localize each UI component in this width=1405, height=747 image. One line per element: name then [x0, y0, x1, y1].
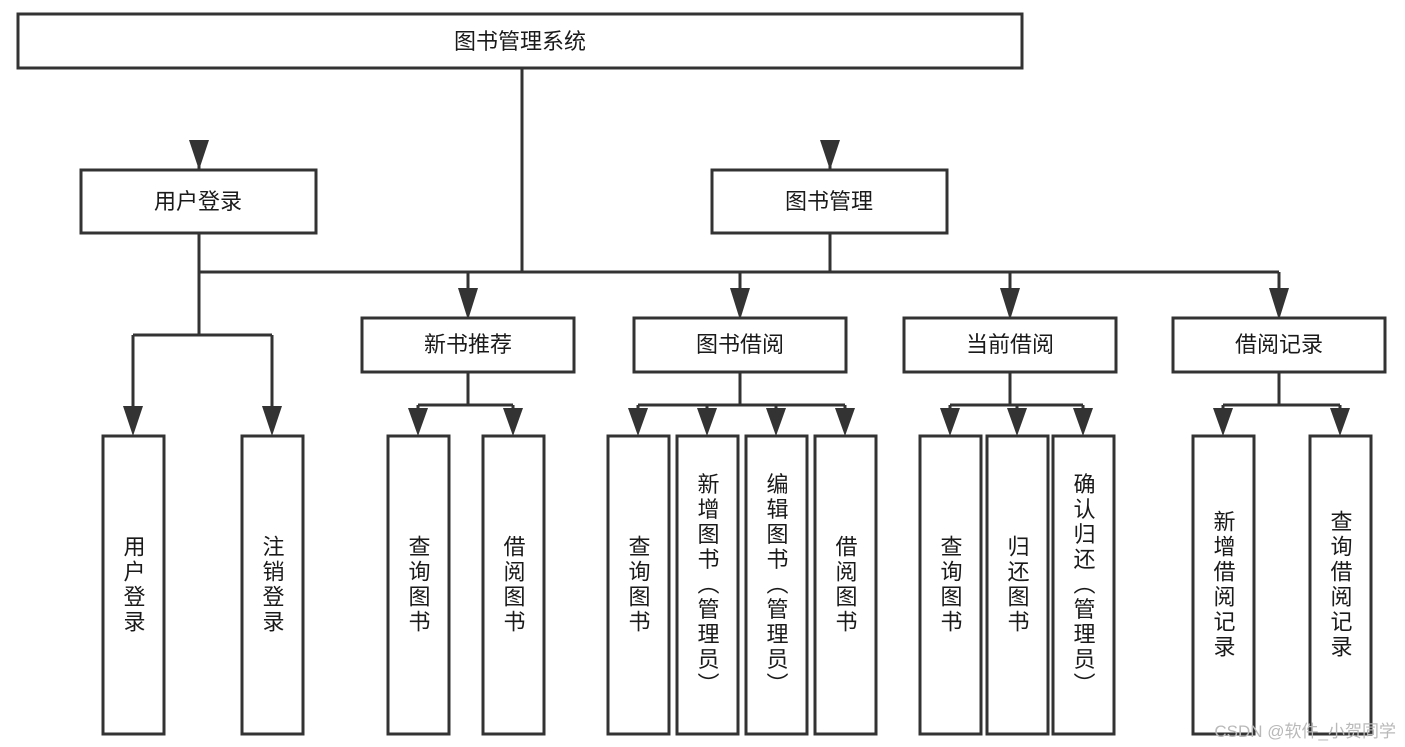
node-user-login-label: 用户登录 — [154, 189, 242, 214]
node-root-label: 图书管理系统 — [454, 29, 586, 54]
leaf-query-borrow-record[interactable]: 查询借阅记录 — [1308, 434, 1373, 736]
arrow-to-leaf-borrow-book-b — [835, 408, 855, 436]
node-borrow-record-box[interactable] — [1171, 316, 1387, 374]
leaf-borrow-book-recommend[interactable]: 借阅图书 — [481, 434, 546, 736]
watermark-label: CSDN @软件_小贺同学 — [1214, 722, 1396, 741]
node-book-borrow[interactable]: 图书借阅 — [632, 316, 848, 374]
leaf-add-borrow-record-label: 新增借阅记录 — [1211, 510, 1236, 660]
leaf-return-book-box[interactable] — [985, 434, 1050, 736]
arrow-to-leaf-edit-book — [766, 408, 786, 436]
arrow-to-leaf-borrow-book-a — [503, 408, 523, 436]
node-root-system[interactable]: 图书管理系统 — [16, 12, 1024, 70]
arrow-to-leaf-add-record — [1213, 408, 1233, 436]
leaf-add-borrow-record-box[interactable] — [1191, 434, 1256, 736]
leaf-borrow-book-recommend-label: 借阅图书 — [501, 535, 526, 635]
node-current-borrow[interactable]: 当前借阅 — [902, 316, 1118, 374]
node-book-management-box[interactable] — [710, 168, 949, 235]
leaf-confirm-return-label: 确认归还（管理员） — [1071, 473, 1096, 698]
leaf-user-login[interactable]: 用户登录 — [101, 434, 166, 736]
leaf-borrow-book-box[interactable] — [813, 434, 878, 736]
leaf-user-login-label: 用户登录 — [121, 535, 146, 635]
arrow-to-leaf-query-book-a — [408, 408, 428, 436]
arrow-to-leaf-user-login — [123, 406, 143, 436]
node-book-borrow-box[interactable] — [632, 316, 848, 374]
leaf-edit-book-box[interactable] — [744, 434, 809, 736]
leaf-query-book-current-label: 查询图书 — [938, 535, 963, 635]
leaf-edit-book-label: 编辑图书（管理员） — [764, 473, 789, 698]
node-borrow-record[interactable]: 借阅记录 — [1171, 316, 1387, 374]
connector-group-current-borrow — [940, 372, 1093, 436]
leaf-borrow-book-label: 借阅图书 — [833, 535, 858, 635]
leaf-query-borrow-record-box[interactable] — [1308, 434, 1373, 736]
arrow-to-user-login — [189, 140, 209, 170]
connector-group-borrow-record — [1213, 372, 1350, 436]
arrow-to-leaf-confirm-return — [1073, 408, 1093, 436]
arrow-to-current-borrow — [1000, 288, 1020, 320]
leaf-borrow-book-recommend-box[interactable] — [481, 434, 546, 736]
node-user-login[interactable]: 用户登录 — [79, 168, 318, 235]
node-new-book-recommend-box[interactable] — [360, 316, 576, 374]
node-user-login-box[interactable] — [79, 168, 318, 235]
arrow-to-book-management — [820, 140, 840, 170]
leaf-add-book[interactable]: 新增图书（管理员） — [675, 434, 740, 736]
node-current-borrow-box[interactable] — [902, 316, 1118, 374]
arrowheads-level2 — [189, 140, 840, 170]
leaf-confirm-return[interactable]: 确认归还（管理员） — [1051, 434, 1116, 736]
leaf-query-book-borrow-box[interactable] — [606, 434, 671, 736]
arrow-to-leaf-query-record — [1330, 408, 1350, 436]
arrow-to-leaf-return-book — [1007, 408, 1027, 436]
node-book-management-label: 图书管理 — [785, 189, 873, 214]
arrow-to-book-borrow — [730, 288, 750, 320]
arrow-to-new-book-recommend — [458, 288, 478, 320]
leaf-query-book-borrow-label: 查询图书 — [626, 535, 651, 635]
connector-group-book-management — [458, 233, 1289, 320]
arrow-to-borrow-record — [1269, 288, 1289, 320]
node-borrow-record-label: 借阅记录 — [1235, 332, 1323, 357]
leaf-query-book-recommend[interactable]: 查询图书 — [386, 434, 451, 736]
leaf-return-book-label: 归还图书 — [1005, 535, 1030, 635]
leaf-return-book[interactable]: 归还图书 — [985, 434, 1050, 736]
leaf-user-login-box[interactable] — [101, 434, 166, 736]
leaf-logout[interactable]: 注销登录 — [240, 434, 305, 736]
node-new-book-recommend-label: 新书推荐 — [424, 332, 512, 357]
leaf-query-book-borrow[interactable]: 查询图书 — [606, 434, 671, 736]
leaf-confirm-return-box[interactable] — [1051, 434, 1116, 736]
connector-group-new-book-recommend — [408, 372, 523, 436]
arrow-to-leaf-query-book-b — [628, 408, 648, 436]
leaf-add-book-box[interactable] — [675, 434, 740, 736]
node-book-management[interactable]: 图书管理 — [710, 168, 949, 235]
leaf-borrow-book[interactable]: 借阅图书 — [813, 434, 878, 736]
leaf-query-book-current-box[interactable] — [918, 434, 983, 736]
leaf-query-borrow-record-label: 查询借阅记录 — [1328, 510, 1353, 660]
leaf-logout-label: 注销登录 — [260, 535, 285, 635]
leaf-query-book-recommend-label: 查询图书 — [406, 535, 431, 635]
connector-group-book-borrow — [628, 372, 855, 436]
node-root-box[interactable] — [16, 12, 1024, 70]
leaf-logout-box[interactable] — [240, 434, 305, 736]
node-new-book-recommend[interactable]: 新书推荐 — [360, 316, 576, 374]
leaf-query-book-current[interactable]: 查询图书 — [918, 434, 983, 736]
leaf-add-borrow-record[interactable]: 新增借阅记录 — [1191, 434, 1256, 736]
arrow-to-leaf-add-book — [697, 408, 717, 436]
leaf-edit-book[interactable]: 编辑图书（管理员） — [744, 434, 809, 736]
leaf-add-book-label: 新增图书（管理员） — [695, 473, 720, 698]
arrow-to-leaf-query-book-c — [940, 408, 960, 436]
node-book-borrow-label: 图书借阅 — [696, 332, 784, 357]
connector-group-user-login — [123, 233, 282, 436]
arrow-to-leaf-logout — [262, 406, 282, 436]
leaf-query-book-recommend-box[interactable] — [386, 434, 451, 736]
node-current-borrow-label: 当前借阅 — [966, 332, 1054, 357]
